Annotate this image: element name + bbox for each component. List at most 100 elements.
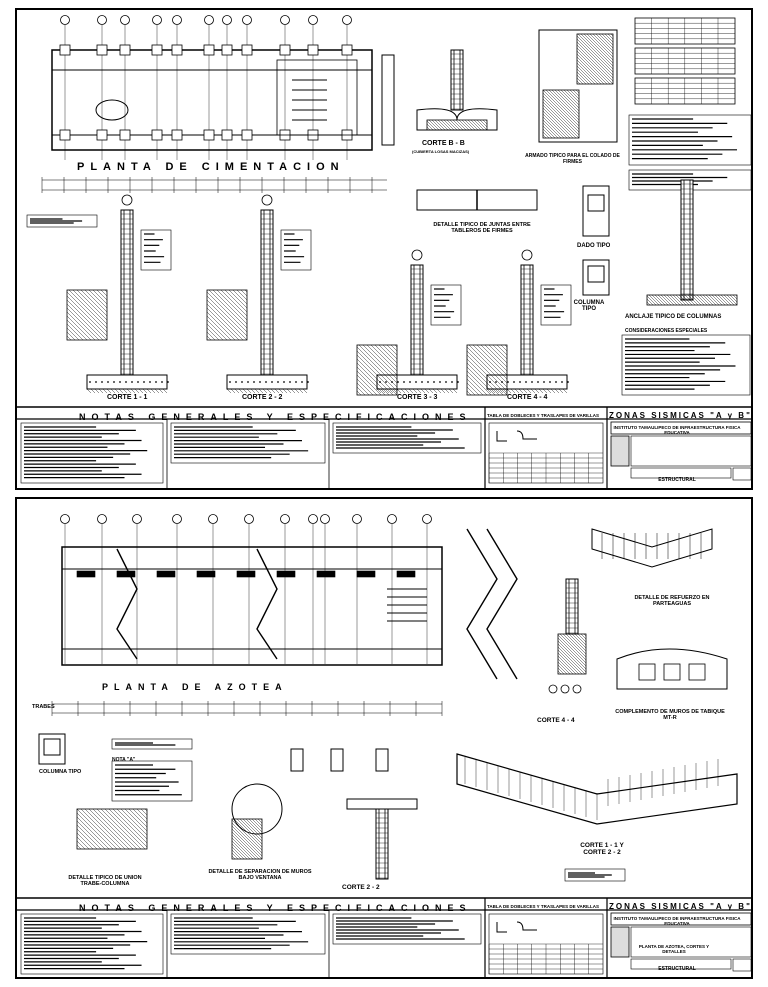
rebar-dot xyxy=(113,381,115,383)
hatch-line xyxy=(576,35,614,73)
soil-hatch xyxy=(234,388,240,394)
footing-plan xyxy=(241,44,253,56)
hatch-line xyxy=(76,832,94,850)
grid-bubble xyxy=(308,15,318,25)
soil-hatch xyxy=(246,388,252,394)
nota-importante xyxy=(564,868,626,882)
hatch-line xyxy=(576,41,614,79)
hatch-line xyxy=(88,289,108,309)
discipline-label-1: ESTRUCTURAL xyxy=(658,477,696,483)
soil-hatch xyxy=(118,388,124,394)
soil-hatch xyxy=(400,388,406,394)
rebar-dot xyxy=(415,381,417,383)
plan-desc-2: PLANTA DE AZOTEA, CORTES Y DETALLES xyxy=(638,944,710,954)
hatch-line xyxy=(206,311,236,341)
logo-seal xyxy=(610,435,630,467)
hatch-line xyxy=(648,294,660,306)
soil-hatch xyxy=(384,388,390,394)
hatch-line xyxy=(574,633,587,646)
hatch-line xyxy=(356,378,374,396)
rebar-dot xyxy=(561,381,563,383)
rebar-dot xyxy=(445,381,447,383)
hatch-line xyxy=(705,294,717,306)
hatch-line xyxy=(542,116,565,139)
hatch-line xyxy=(92,808,134,850)
hatch-line xyxy=(476,344,508,376)
hatch-line xyxy=(76,828,98,850)
hatch-line xyxy=(206,303,244,341)
hatch-line xyxy=(672,294,684,306)
beam-hatch xyxy=(316,570,336,578)
hatch-line xyxy=(542,113,568,139)
footing-plan xyxy=(59,129,71,141)
bend-diagram xyxy=(496,921,537,933)
soil-hatch xyxy=(542,388,548,394)
rebar-dot xyxy=(101,381,103,383)
rebar-dot xyxy=(385,381,387,383)
legend-1 xyxy=(26,214,98,228)
section-column-1 xyxy=(120,209,134,376)
soil-hatch xyxy=(546,388,552,394)
hatch-line xyxy=(231,849,242,860)
discipline-label-2: ESTRUCTURAL xyxy=(658,966,696,972)
hatch-line xyxy=(84,808,126,850)
rebar-dot xyxy=(403,381,405,383)
footing-plan xyxy=(307,44,319,56)
hatch-line xyxy=(426,123,434,131)
hatch-line xyxy=(542,92,580,130)
hatch-line xyxy=(233,818,263,848)
hatch-line xyxy=(455,119,467,131)
hatch-line xyxy=(374,344,398,368)
hatch-line xyxy=(492,344,508,360)
hatch-line xyxy=(576,47,614,85)
hatch-line xyxy=(589,33,614,58)
pile-symbol xyxy=(560,684,570,694)
hatch-line xyxy=(545,89,580,124)
hatch-line xyxy=(382,344,398,360)
grid-bubble xyxy=(97,15,107,25)
label-columna-tipo-s2: COLUMNA TIPO xyxy=(39,769,82,775)
project-box xyxy=(630,926,751,958)
soil-hatch xyxy=(262,388,268,394)
hatch-line xyxy=(231,822,263,854)
beam-hatch xyxy=(76,570,96,578)
hatch-line xyxy=(437,119,449,131)
hatch-line xyxy=(559,633,587,661)
col-section xyxy=(587,265,605,283)
parteaguas-beam xyxy=(591,528,713,568)
hatch-line xyxy=(551,89,580,118)
notes-column-2 xyxy=(170,913,326,955)
rebar-dot xyxy=(451,381,453,383)
hatch-line xyxy=(472,344,508,380)
hatch-line xyxy=(66,315,92,341)
hatch-line xyxy=(717,294,729,306)
hatch-line xyxy=(504,344,508,348)
rebar-dot xyxy=(295,381,297,383)
pile-symbol xyxy=(548,684,558,694)
hatch-line xyxy=(66,323,84,341)
grid-bubble xyxy=(422,514,432,524)
grid-bubble xyxy=(204,15,214,25)
hatch-line xyxy=(557,661,571,675)
rebar-dot xyxy=(567,381,569,383)
hatch-line xyxy=(72,289,108,325)
hatch-line xyxy=(236,289,248,301)
soil-hatch xyxy=(110,388,116,394)
rebar-dot xyxy=(457,381,459,383)
rebar-dot xyxy=(235,381,237,383)
hatch-line xyxy=(466,378,484,396)
rebar-dot xyxy=(131,381,133,383)
soil-hatch xyxy=(150,388,156,394)
rebar-dot xyxy=(149,381,151,383)
beam-hatch xyxy=(276,570,296,578)
hatch-line xyxy=(542,98,580,136)
hatch-line xyxy=(431,119,443,131)
hatch-line xyxy=(702,294,714,306)
label-corte-1y2: CORTE 1 - 1 Y CORTE 2 - 2 xyxy=(580,842,624,856)
zonas-title-1: ZONAS SISMICAS "A y B" xyxy=(609,411,752,420)
hatch-line xyxy=(467,119,479,131)
label-consideraciones: CONSIDERACIONES ESPECIALES xyxy=(625,328,708,334)
soil-hatch xyxy=(98,388,104,394)
hatch-line xyxy=(76,824,102,850)
nota-a-text xyxy=(111,760,193,802)
